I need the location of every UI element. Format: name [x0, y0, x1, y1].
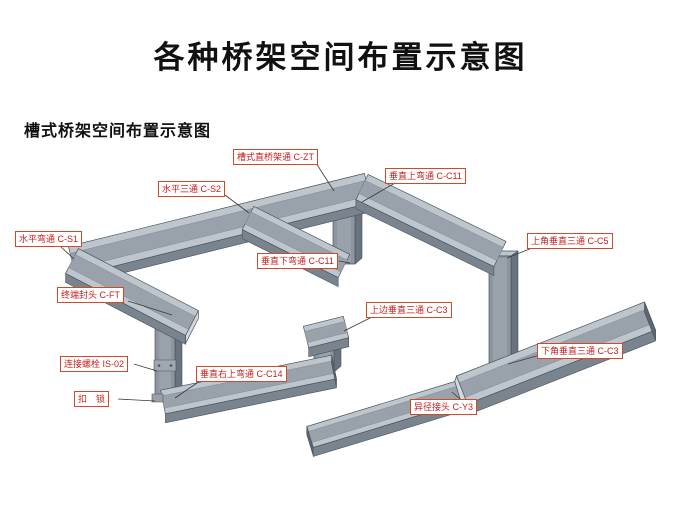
label-vertical-up-bend-c-c11: 垂直上弯通 C-C11 — [385, 168, 466, 184]
label-top-vertical-tee-c-c3: 上边垂直三通 C-C3 — [366, 302, 452, 318]
label-horizontal-bend-c-s1: 水平弯通 C-S1 — [15, 231, 83, 247]
label-connecting-bolt-is-02: 连接螺栓 IS-02 — [60, 356, 129, 372]
label-reducer-joint-c-y3: 异径接头 C-Y3 — [410, 399, 478, 415]
label-vertical-right-up-bend-c-c14: 垂直右上弯通 C-C14 — [196, 366, 287, 382]
label-straight-tray-c-zt: 槽式直桥架通 C-ZT — [233, 149, 318, 165]
section-subtitle: 槽式桥架空间布置示意图 — [24, 123, 212, 140]
label-horizontal-tee-c-s2: 水平三通 C-S2 — [158, 181, 226, 197]
page-title: 各种桥架空间布置示意图 — [153, 40, 528, 75]
label-upper-corner-tee-c-c5: 上角垂直三通 C-C5 — [527, 233, 613, 249]
label-lower-corner-tee-c-c3: 下角垂直三通 C-C3 — [537, 343, 623, 359]
label-vertical-down-bend-c-c11: 垂直下弯通 C-C11 — [257, 253, 338, 269]
label-lock-clasp: 扣 锁 — [74, 391, 110, 407]
label-end-cap-c-ft: 终端封头 C-FT — [57, 287, 124, 303]
